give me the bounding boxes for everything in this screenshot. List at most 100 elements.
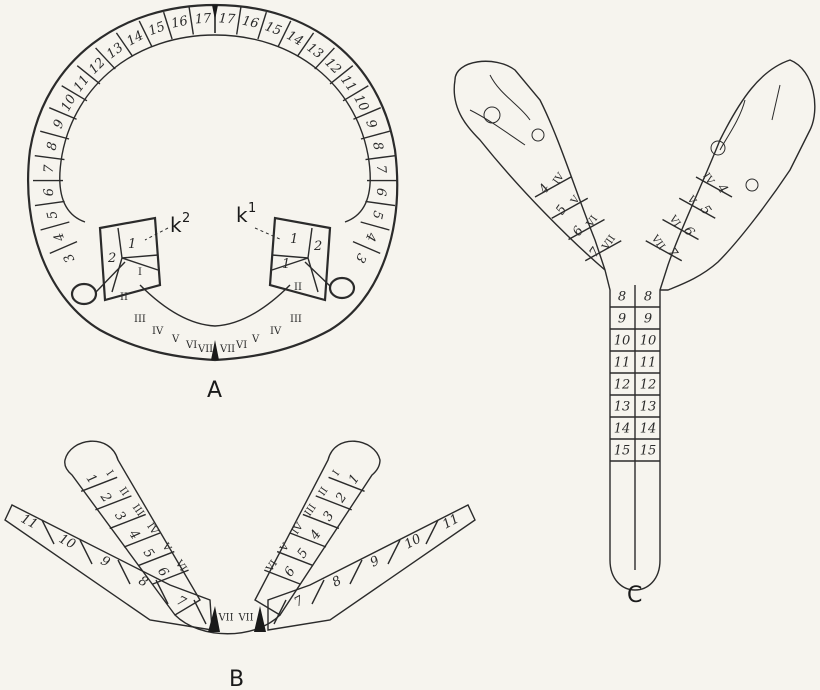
b-outer-right-divider xyxy=(388,540,400,564)
ring-divider-left xyxy=(35,156,65,160)
b-outer-left-label: 10 xyxy=(56,531,78,552)
b-outer-right-label: 10 xyxy=(402,531,424,552)
c-right-head-ring-2 xyxy=(746,179,758,191)
ring-label-left: 15 xyxy=(146,19,167,39)
c-left-head-ring xyxy=(484,107,500,123)
ring-label-right: 17 xyxy=(218,11,236,27)
ring-divider-right xyxy=(237,7,241,35)
ring-divider-left xyxy=(40,131,69,139)
b-outer-right-label: 9 xyxy=(368,553,382,570)
ring-label-right: 9 xyxy=(362,118,379,131)
ring-label-left: 16 xyxy=(170,14,189,32)
ring-label-right: 8 xyxy=(369,141,385,152)
c-right-head-details xyxy=(720,85,780,150)
c-stem-label-right: 15 xyxy=(640,444,657,459)
label-left-cell-2: 2 xyxy=(107,251,116,266)
ring-divider-right xyxy=(361,131,390,139)
b-right-arm-roman: I xyxy=(331,468,342,478)
label-left-roman-III: III xyxy=(134,314,146,325)
ring-label-right: 3 xyxy=(352,251,369,265)
c-stem-label-right: 8 xyxy=(644,290,652,305)
ring-label-left: 8 xyxy=(44,141,60,152)
ring-divider-left xyxy=(35,201,65,205)
ring-top-midline-mark xyxy=(212,5,218,20)
c-left-arm-roman: VI xyxy=(584,214,600,230)
label-left-roman-VI: VI xyxy=(185,340,197,351)
label-right-roman-VII: VII xyxy=(219,344,235,355)
callout-k1-letter: k xyxy=(236,203,248,227)
label-left-roman-II: II xyxy=(120,292,128,303)
c-stem-label-left: 8 xyxy=(618,290,626,305)
b-outer-left-label: 8 xyxy=(136,573,150,590)
ring-label-left: 7 xyxy=(42,164,58,174)
ring-divider-right xyxy=(365,201,395,205)
b-outer-left-label: 9 xyxy=(98,553,112,570)
c-stem-label-left: 12 xyxy=(614,378,631,393)
b-right-midline-mark xyxy=(254,606,266,632)
b-left-arm-roman: II xyxy=(117,485,131,498)
c-stem-label-right: 13 xyxy=(640,400,657,415)
label-left-roman-I: I xyxy=(138,267,142,278)
ring-segment-dividers xyxy=(33,5,397,253)
b-center-roman-right: VII xyxy=(237,613,253,624)
c-stem-label-left: 10 xyxy=(614,334,631,349)
c-stem-label-left: 15 xyxy=(614,444,631,459)
ring-label-right: 14 xyxy=(284,28,306,49)
b-right-arm-roman: II xyxy=(317,485,331,498)
label-right-roman-II: II xyxy=(294,282,302,293)
c-stem-label-left: 13 xyxy=(614,400,631,415)
label-left-cell-1: 1 xyxy=(128,237,136,252)
label-left-roman-V: V xyxy=(171,334,180,345)
c-stem-label-right: 10 xyxy=(640,334,657,349)
ring-label-left: 5 xyxy=(45,209,61,220)
ring-label-left: 14 xyxy=(124,28,146,49)
callout-k1-superscript: 1 xyxy=(248,201,256,216)
ring-label-right: 10 xyxy=(350,92,371,114)
b-outer-left-divider xyxy=(194,600,206,624)
b-left-arm-roman: I xyxy=(104,469,115,479)
ring-label-right: 7 xyxy=(373,164,389,174)
label-right-cell-1a: 1 xyxy=(290,232,298,247)
label-right-roman-IV: IV xyxy=(270,326,282,337)
ring-divider-right xyxy=(366,156,396,160)
ring-outer-contour xyxy=(28,5,397,360)
c-stem-label-left: 11 xyxy=(614,356,631,371)
label-right-cell-2: 2 xyxy=(313,239,322,254)
ring-divider-left xyxy=(189,7,193,35)
c-left-arm-roman: V xyxy=(569,194,583,208)
ring-label-left: 10 xyxy=(59,92,80,114)
callout-k2-superscript: 2 xyxy=(182,211,190,226)
label-right-roman-VI: VI xyxy=(235,340,247,351)
c-left-head-ring-2 xyxy=(532,129,544,141)
ring-label-left: 3 xyxy=(61,251,78,265)
c-left-arm-roman: IV xyxy=(551,171,567,187)
c-segment-dividers xyxy=(535,177,732,461)
c-stem-label-right: 12 xyxy=(640,378,657,393)
c-left-arm-contour xyxy=(454,80,605,270)
b-left-arm-roman: IV xyxy=(144,521,160,537)
ring-label-right: 5 xyxy=(369,209,385,220)
c-stem-label-right: 11 xyxy=(640,356,657,371)
ring-label-right: 4 xyxy=(362,229,379,243)
c-stem-label-right: 14 xyxy=(640,422,657,437)
right-pole-cell xyxy=(330,278,354,298)
label-right-cell-1b: 1 xyxy=(282,257,290,272)
ring-label-left: 9 xyxy=(51,118,68,131)
panel-label-a: A xyxy=(207,378,222,403)
c-left-arm-roman: VII xyxy=(600,233,618,253)
b-outer-right-label: 8 xyxy=(330,573,344,590)
ring-label-right: 6 xyxy=(373,187,389,196)
c-right-arm-roman: VI xyxy=(666,213,682,229)
panel-label-b: B xyxy=(229,667,244,690)
left-pole-cell xyxy=(72,284,96,304)
label-right-roman-V: V xyxy=(251,334,260,345)
b-outer-left-divider xyxy=(80,540,92,564)
c-left-head-details xyxy=(470,75,530,145)
b-right-arm-roman: VI xyxy=(264,558,280,574)
ring-divider-right xyxy=(361,222,390,230)
b-outer-right-label: 7 xyxy=(292,593,307,610)
